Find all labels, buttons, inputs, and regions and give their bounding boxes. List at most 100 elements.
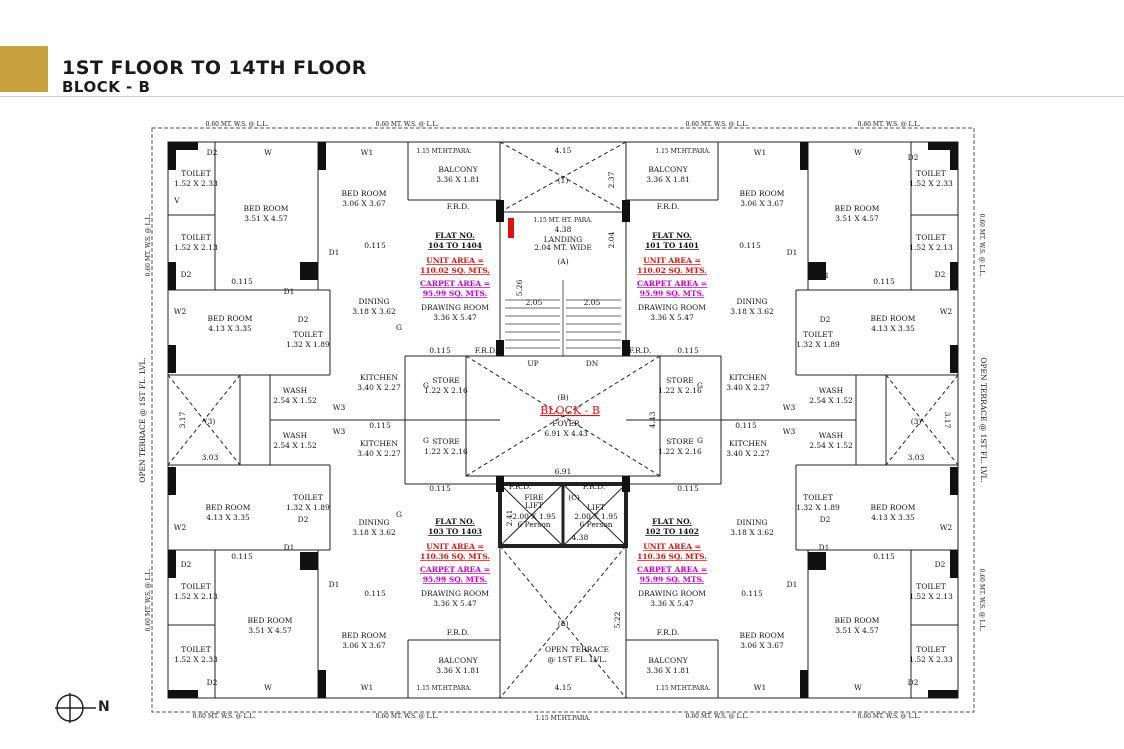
room-dim: 1.32 X 1.89 (796, 340, 840, 349)
ws-label: 0.60 MT. W.S. @ L.L. (978, 569, 985, 632)
door-label: D2 (207, 678, 218, 687)
foyer-label: FOYER (552, 419, 580, 428)
room-label: TOILET (916, 233, 946, 242)
unit-area-label: UNIT AREA = (426, 256, 484, 265)
room-dim: 2.54 X 1.52 (809, 441, 853, 450)
room-label: BALCONY (648, 656, 688, 665)
flat-104: TOILET 1.52 X 2.33 TOILET 1.52 X 2.13 BE… (173, 148, 490, 412)
lift-dim: 2.00 X 1.95 (574, 512, 618, 521)
room-dim: 1.32 X 1.89 (286, 503, 330, 512)
wall-dim: 0.115 (369, 421, 391, 430)
open-terrace-label: OPEN TERRACE (545, 645, 609, 654)
door-label: D1 (787, 580, 798, 589)
room-label: WASH (283, 386, 308, 395)
room-label: STORE (432, 376, 459, 385)
wall-dim: 0.115 (735, 421, 757, 430)
stair-label: (A) (557, 257, 568, 266)
room-dim: 3.36 X 1.81 (436, 175, 480, 184)
room-dim: 3.51 X 4.57 (835, 214, 879, 223)
room-dim: 3.18 X 3.62 (730, 307, 774, 316)
window-label: W (264, 683, 272, 692)
void-label: (1) (558, 176, 569, 185)
room-label: TOILET (803, 330, 833, 339)
door-label: D1 (819, 543, 830, 552)
stair-up-label: UP (527, 359, 538, 368)
window-label: W3 (333, 403, 346, 412)
room-dim: 4.13 X 3.35 (871, 324, 915, 333)
flat-no-label: FLAT NO. (652, 517, 692, 526)
dim-label: 4.15 (555, 683, 572, 692)
door-label: D1 (787, 248, 798, 257)
room-dim: 3.40 X 2.27 (357, 449, 401, 458)
dim-label: 4.15 (555, 146, 572, 155)
door-label: D2 (181, 560, 192, 569)
window-label: W1 (754, 683, 766, 692)
window-label: W (264, 148, 272, 157)
window-label: W2 (174, 307, 187, 316)
dim-label: 2.05 (526, 298, 543, 307)
room-label: TOILET (916, 645, 946, 654)
room-dim: 1.22 X 2.16 (658, 386, 702, 395)
room-label: TOILET (293, 330, 323, 339)
room-dim: 1.22 X 2.16 (424, 447, 468, 456)
room-label: DINING (736, 297, 767, 306)
room-dim: 2.54 X 1.52 (273, 441, 317, 450)
wall-dim: 0.115 (677, 484, 699, 493)
room-dim: 1.22 X 2.16 (424, 386, 468, 395)
void-label: (3) (911, 417, 922, 426)
ht-para-label: 1.15 MT.HT.PARA. (655, 148, 710, 155)
ws-label: 0.60 MT. W.S. @ L.L. (376, 713, 439, 720)
lift-label: FIRE (524, 493, 543, 502)
unit-area-label: UNIT AREA = (643, 256, 701, 265)
ws-label: 0.60 MT. W.S. @ L.L. (686, 121, 749, 128)
room-dim: 3.36 X 5.47 (650, 313, 694, 322)
header-accent-block (0, 46, 48, 92)
ws-label: 0.60 MT. W.S. @ L.L. (145, 214, 152, 277)
room-label: BALCONY (438, 656, 478, 665)
room-label: DINING (358, 518, 389, 527)
carpet-area-label: CARPET AREA = (637, 279, 707, 288)
ws-label: 0.60 MT. W.S. @ L.L. (193, 713, 256, 720)
north-label: N (98, 699, 110, 715)
ht-para-label: 1.15 MT. HT. PARA. (533, 217, 592, 224)
unit-area-label: UNIT AREA = (643, 542, 701, 551)
flat-no: 102 TO 1402 (645, 527, 699, 536)
room-label: BED ROOM (247, 616, 292, 625)
door-label: D2 (181, 270, 192, 279)
door-label: D2 (935, 270, 946, 279)
door-label: D2 (298, 515, 309, 524)
room-label: BED ROOM (834, 204, 879, 213)
window-label: W2 (940, 307, 953, 316)
flat-101: TOILET 1.52 X 2.33 TOILET 1.52 X 2.13 BE… (637, 148, 953, 412)
structural-columns (168, 142, 958, 698)
wall-dim: 0.115 (677, 346, 699, 355)
room-dim: 3.36 X 1.81 (646, 666, 690, 675)
door-label: D2 (820, 315, 831, 324)
room-dim: 3.51 X 4.57 (248, 626, 292, 635)
door-label: G (697, 381, 703, 390)
room-label: KITCHEN (729, 439, 767, 448)
room-label: STORE (432, 437, 459, 446)
carpet-area-label: CARPET AREA = (637, 565, 707, 574)
page-title: 1ST FLOOR TO 14TH FLOOR (62, 57, 367, 79)
room-dim: 3.06 X 3.67 (740, 199, 784, 208)
carpet-area: 95.99 SQ. MTS. (640, 575, 705, 584)
ws-label: 0.60 MT. W.S. @ L.L. (978, 214, 985, 277)
dim-label: 5.22 (613, 611, 622, 628)
flat-102: TOILET 1.52 X 2.13 TOILET 1.52 X 2.33 BE… (637, 421, 953, 692)
frd-label: F.R.D. (657, 202, 680, 211)
room-dim: 3.51 X 4.57 (244, 214, 288, 223)
room-label: STORE (666, 437, 693, 446)
ws-label: 0.60 MT. W.S. @ L.L. (206, 121, 269, 128)
room-label: KITCHEN (360, 439, 398, 448)
dim-label: 4.43 (648, 411, 657, 428)
room-dim: 3.18 X 3.62 (352, 307, 396, 316)
window-label: W3 (783, 427, 796, 436)
dim-label: 4.38 (572, 533, 589, 542)
room-dim: 4.13 X 3.35 (208, 324, 252, 333)
room-label: BED ROOM (207, 314, 252, 323)
ws-labels: 0.60 MT. W.S. @ L.L. 0.60 MT. W.S. @ L.L… (138, 121, 988, 722)
void-label: (2) (558, 619, 569, 628)
room-label: DRAWING ROOM (421, 589, 489, 598)
dim-label: 3.17 (943, 412, 952, 429)
